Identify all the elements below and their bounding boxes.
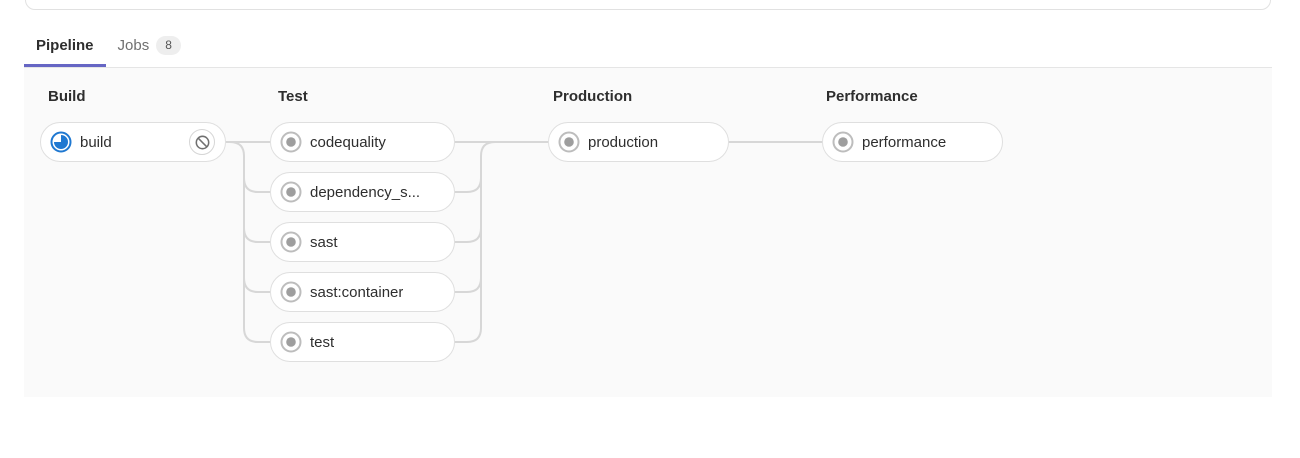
job-label: dependency_s... (310, 183, 421, 201)
pipeline-connector-lines (226, 141, 822, 343)
job-sast-container[interactable]: sast:container (270, 272, 455, 312)
job-test[interactable]: test (270, 322, 455, 362)
stage-title-performance: Performance (826, 88, 918, 105)
tab-pipeline-label: Pipeline (36, 36, 94, 54)
created-status-icon (558, 131, 580, 153)
jobs-count-badge: 8 (156, 35, 181, 55)
stage-title-build: Build (48, 88, 86, 105)
job-codequality[interactable]: codequality (270, 122, 455, 162)
job-performance[interactable]: performance (822, 122, 1003, 162)
created-status-icon (280, 281, 302, 303)
running-status-icon (50, 131, 72, 153)
job-label: test (310, 333, 335, 351)
job-label: sast (310, 233, 338, 251)
created-status-icon (280, 181, 302, 203)
created-status-icon (280, 331, 302, 353)
job-dependency-scanning[interactable]: dependency_s... (270, 172, 455, 212)
job-label: build (80, 133, 112, 151)
created-status-icon (832, 131, 854, 153)
pipeline-tabs: Pipeline Jobs 8 (24, 26, 1272, 68)
pipeline-graph: Build Test Production Performance build (24, 68, 1272, 397)
job-label: codequality (310, 133, 386, 151)
stage-title-test: Test (278, 88, 308, 105)
cancel-job-button[interactable] (189, 129, 215, 155)
job-build[interactable]: build (40, 122, 226, 162)
tab-jobs-label: Jobs (117, 36, 150, 54)
cancel-icon (195, 135, 209, 149)
tab-jobs[interactable]: Jobs 8 (106, 26, 193, 67)
job-label: production (588, 133, 659, 151)
tab-pipeline[interactable]: Pipeline (24, 26, 106, 67)
stage-title-production: Production (553, 88, 633, 105)
job-sast[interactable]: sast (270, 222, 455, 262)
pipeline-info-card-bottom-edge (25, 0, 1271, 10)
job-label: performance (862, 133, 947, 151)
created-status-icon (280, 131, 302, 153)
created-status-icon (280, 231, 302, 253)
job-label: sast:container (310, 283, 404, 301)
job-production[interactable]: production (548, 122, 729, 162)
